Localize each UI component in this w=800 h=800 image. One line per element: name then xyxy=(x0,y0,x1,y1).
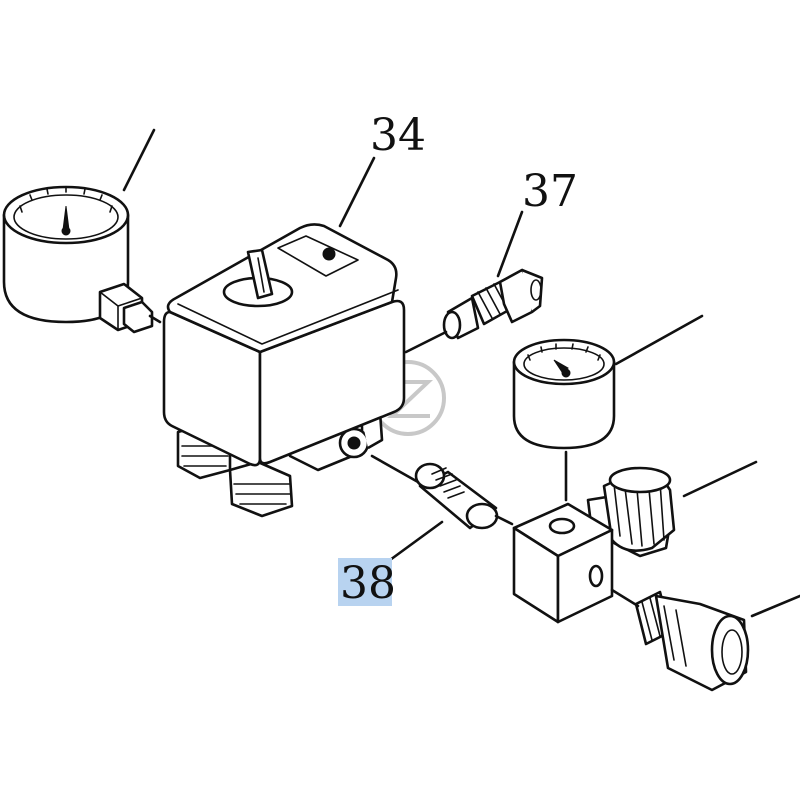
assembly-lines xyxy=(122,128,800,618)
pressure-gauge-left xyxy=(2,185,154,334)
callout-37: 37 xyxy=(522,166,578,217)
pressure-switch-34 xyxy=(162,223,406,518)
quick-coupler xyxy=(634,590,750,692)
callout-34: 34 xyxy=(370,110,426,161)
label-38-highlight xyxy=(338,558,392,606)
callout-38: 38 xyxy=(340,558,396,609)
pressure-gauge-right xyxy=(512,338,616,450)
check-valve-37 xyxy=(442,268,544,340)
nipple-38 xyxy=(414,462,499,530)
manifold-block xyxy=(512,502,614,624)
